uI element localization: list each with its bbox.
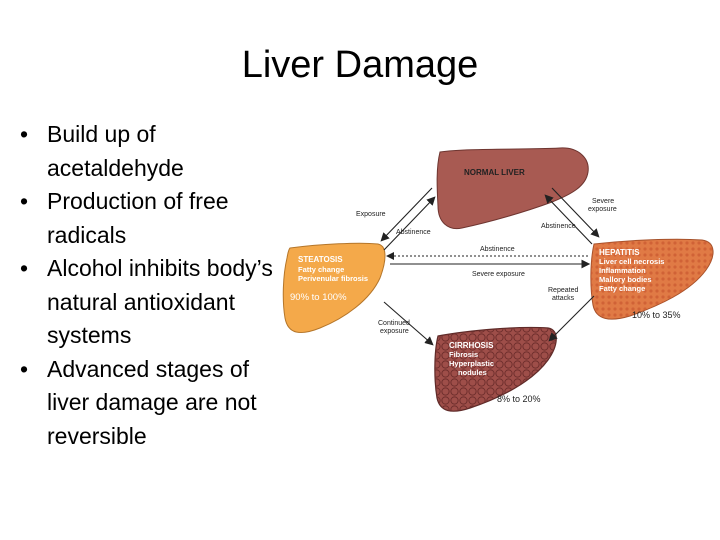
exposure-label: Exposure <box>356 211 386 218</box>
hepatitis-percent: 10% to 35% <box>632 310 681 320</box>
steatosis-liver-shape <box>282 242 386 334</box>
abstinence-right-arrow <box>544 194 593 245</box>
abstinence-left-arrow <box>383 196 436 251</box>
cirrhosis-title: CIRRHOSIS <box>449 341 494 350</box>
hepatitis-line: Mallory bodies <box>599 275 652 284</box>
bullet-dot: • <box>20 255 29 281</box>
repeated-attacks-arrow <box>548 295 595 342</box>
steatosis-percent: 90% to 100% <box>290 292 347 303</box>
abstinence-mid-label: Abstinence <box>480 246 515 253</box>
bullet-item: • Advanced stages of liver damage are not… <box>20 353 288 454</box>
bullet-dot: • <box>20 188 29 214</box>
steatosis-line: Fatty change <box>298 265 344 274</box>
hepatitis-liver <box>590 238 714 320</box>
severe-exposure-top-label: exposure <box>588 206 617 213</box>
bullet-text: Build up of acetaldehyde <box>47 121 184 181</box>
steatosis-title: STEATOSIS <box>298 255 343 264</box>
severe-exposure-mid-label: Severe exposure <box>472 271 525 278</box>
cirrhosis-percent: 8% to 20% <box>497 394 541 404</box>
bullet-item: • Build up of acetaldehyde <box>20 118 288 185</box>
severe-exposure-top-arrow <box>551 187 600 238</box>
abstinence-left-label: Abstinence <box>396 229 431 236</box>
bullet-item: • Alcohol inhibits body’s natural antioxi… <box>20 252 288 353</box>
cirrhosis-line: nodules <box>458 368 487 377</box>
normal-liver-label: NORMAL LIVER <box>464 168 525 177</box>
cirrhosis-liver <box>434 326 557 412</box>
steatosis-line: Perivenular fibrosis <box>298 274 368 283</box>
bullet-list: • Build up of acetaldehyde • Production of… <box>20 118 288 453</box>
bullet-text: Production of free radicals <box>47 188 229 248</box>
bullet-item: • Production of free radicals <box>20 185 288 252</box>
repeated-attacks-label: attacks <box>552 295 575 302</box>
abstinence-right-label: Abstinence <box>541 223 576 230</box>
bullet-dot: • <box>20 355 29 382</box>
hepatitis-line: Inflammation <box>599 266 646 275</box>
slide-title: Liver Damage <box>241 44 479 86</box>
severe-exposure-top-label: Severe <box>592 198 614 205</box>
repeated-attacks-label: Repeated <box>548 287 578 294</box>
exposure-arrow <box>380 187 433 242</box>
hepatitis-title: HEPATITIS <box>599 248 640 257</box>
continued-exposure-arrow <box>383 301 434 346</box>
continued-exposure-label: exposure <box>380 328 409 335</box>
cirrhosis-line: Hyperplastic <box>449 359 494 368</box>
continued-exposure-label: Continued <box>378 320 410 327</box>
bullet-dot: • <box>20 121 29 147</box>
hepatitis-line: Fatty change <box>599 284 645 293</box>
hepatitis-line: Liver cell necrosis <box>599 257 664 266</box>
cirrhosis-line: Fibrosis <box>449 350 478 359</box>
bullet-text: Advanced stages of liver damage are not … <box>47 355 257 449</box>
bullet-text: Alcohol inhibits body’s natural antioxid… <box>47 255 273 348</box>
